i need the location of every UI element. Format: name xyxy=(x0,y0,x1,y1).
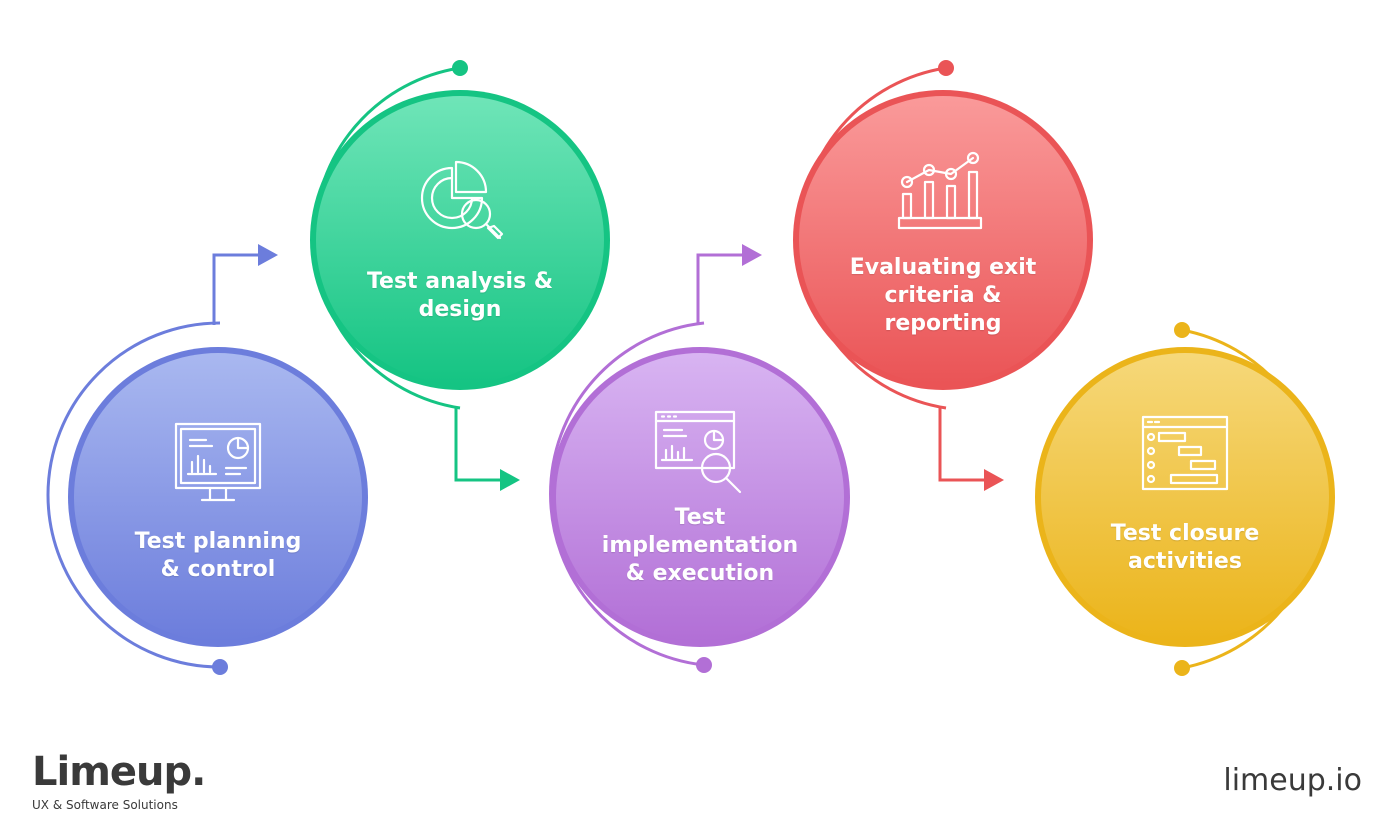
step-arc xyxy=(46,321,221,669)
step-label: Test analysis & design xyxy=(366,269,554,322)
line-bar-chart-icon xyxy=(897,151,983,230)
connector-line xyxy=(938,408,984,482)
arrow-head-icon xyxy=(984,469,1004,491)
arc-end-dot xyxy=(1174,322,1190,338)
connector-line xyxy=(696,253,742,325)
arc-end-dot xyxy=(938,60,954,76)
brand-logo: Limeup. UX & Software Solutions xyxy=(32,748,206,812)
arrow-head-icon xyxy=(742,244,762,266)
arc-end-dot xyxy=(696,657,712,673)
pie-chart-magnifier-icon xyxy=(420,160,504,240)
connector-line xyxy=(454,408,500,482)
brand-name: Limeup. xyxy=(32,749,206,795)
step-label: Test planning & control xyxy=(134,529,302,582)
arc-end-dot xyxy=(1174,660,1190,676)
arc-end-dot xyxy=(452,60,468,76)
step-circle xyxy=(74,353,362,641)
arc-end-dot xyxy=(212,659,228,675)
step-circle xyxy=(799,96,1087,384)
step-circle xyxy=(556,353,844,641)
dashboard-magnifier-icon xyxy=(654,410,742,494)
step-circle xyxy=(1041,353,1329,641)
arrow-head-icon xyxy=(500,469,520,491)
step-label: Test implementation & execution xyxy=(601,505,799,586)
monitor-chart-icon xyxy=(174,422,262,502)
site-url[interactable]: limeup.io xyxy=(1223,763,1362,798)
step-label: Evaluating exit criteria & reporting xyxy=(849,255,1037,336)
gantt-chart-icon xyxy=(1141,415,1229,491)
connector-line xyxy=(212,253,258,325)
brand-tagline: UX & Software Solutions xyxy=(32,798,178,812)
arrow-head-icon xyxy=(258,244,278,266)
step-label: Test closure activities xyxy=(1110,521,1260,574)
step-circle xyxy=(316,96,604,384)
